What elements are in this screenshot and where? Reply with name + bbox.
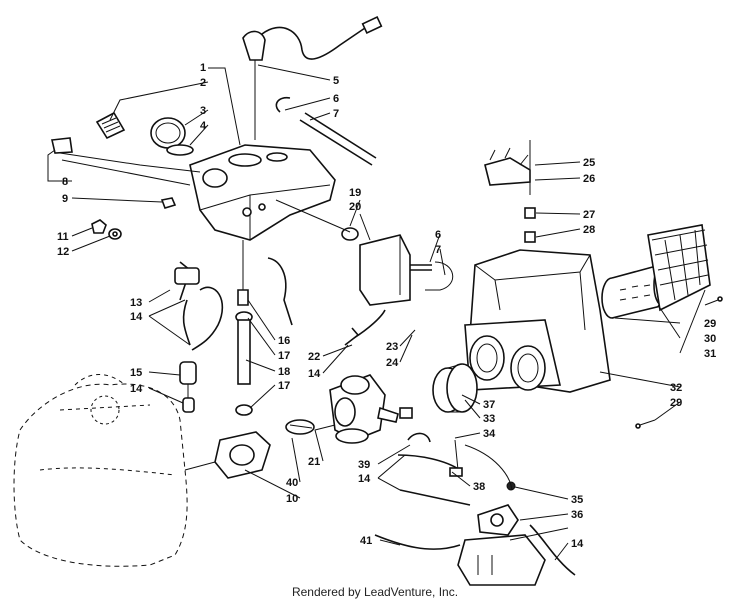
callout-5: 5 [333, 75, 339, 87]
callout-14d: 14 [358, 473, 371, 485]
callout-37: 37 [483, 399, 495, 411]
callout-14a: 14 [130, 311, 143, 323]
carburetor [329, 374, 413, 444]
air-silencer [464, 249, 611, 393]
callout-36: 36 [571, 509, 583, 521]
callout-25: 25 [583, 157, 595, 169]
callout-28: 28 [583, 224, 595, 236]
callout-3: 3 [200, 105, 206, 117]
callout-41: 41 [360, 535, 372, 547]
callout-30: 30 [704, 333, 716, 345]
callout-6: 6 [333, 93, 339, 105]
callout-32: 32 [670, 382, 682, 394]
callout-21: 21 [308, 456, 320, 468]
oil-pump-reservoir [275, 199, 454, 306]
airbox-screws [635, 296, 723, 429]
fuel-lines [374, 432, 576, 576]
callout-labels: 1 2 3 4 5 6 7 8 9 11 12 13 14 15 14 16 1… [57, 62, 716, 550]
callout-15: 15 [130, 367, 142, 379]
check-valve-line [235, 240, 293, 416]
callout-4: 4 [200, 120, 207, 132]
callout-40: 40 [286, 477, 298, 489]
callout-14e: 14 [571, 538, 584, 550]
impulse-line [344, 309, 386, 346]
callout-2: 2 [200, 77, 206, 89]
callout-29b: 29 [670, 397, 682, 409]
decal [95, 111, 126, 140]
callout-8: 8 [62, 176, 68, 188]
intake-flange [184, 431, 271, 479]
callout-20: 20 [349, 201, 361, 213]
vent-hose [275, 96, 377, 166]
callout-16: 16 [278, 335, 290, 347]
nut-washer [91, 197, 177, 240]
callout-29a: 29 [704, 318, 716, 330]
leader-lines [47, 64, 706, 561]
callout-38: 38 [473, 481, 485, 493]
fuel-pump [457, 481, 546, 586]
callout-39: 39 [358, 459, 370, 471]
callout-17a: 17 [278, 350, 290, 362]
callout-33: 33 [483, 413, 495, 425]
carb-clamp [285, 419, 315, 435]
filler-cap [150, 117, 194, 156]
callout-27: 27 [583, 209, 595, 221]
callout-9: 9 [62, 193, 68, 205]
callout-10: 10 [286, 493, 298, 505]
callout-14c: 14 [308, 368, 321, 380]
callout-11: 11 [57, 231, 69, 243]
callout-26: 26 [583, 173, 595, 185]
footer-credit: Rendered by LeadVenture, Inc. [291, 585, 459, 599]
callout-23: 23 [386, 341, 398, 353]
callout-7b: 7 [435, 244, 441, 256]
callout-31: 31 [704, 348, 716, 360]
callout-1: 1 [200, 62, 206, 74]
callout-35: 35 [571, 494, 583, 506]
callout-6b: 6 [435, 229, 441, 241]
engine [13, 374, 188, 567]
callout-17b: 17 [278, 380, 290, 392]
airbox-bracket [484, 140, 536, 243]
callout-7: 7 [333, 108, 339, 120]
intake-boot [432, 363, 478, 413]
callout-18: 18 [278, 366, 290, 378]
callout-13: 13 [130, 297, 142, 309]
intake-tube-screen [601, 224, 711, 319]
tank-strap [51, 137, 201, 186]
callout-22: 22 [308, 351, 320, 363]
callout-24: 24 [386, 357, 399, 369]
callout-12: 12 [57, 246, 69, 258]
oil-lines [174, 261, 224, 413]
callout-34: 34 [483, 428, 496, 440]
callout-19: 19 [349, 187, 361, 199]
oil-tank [189, 144, 336, 241]
oil-level-sensor [242, 16, 383, 140]
callout-14b: 14 [130, 383, 143, 395]
